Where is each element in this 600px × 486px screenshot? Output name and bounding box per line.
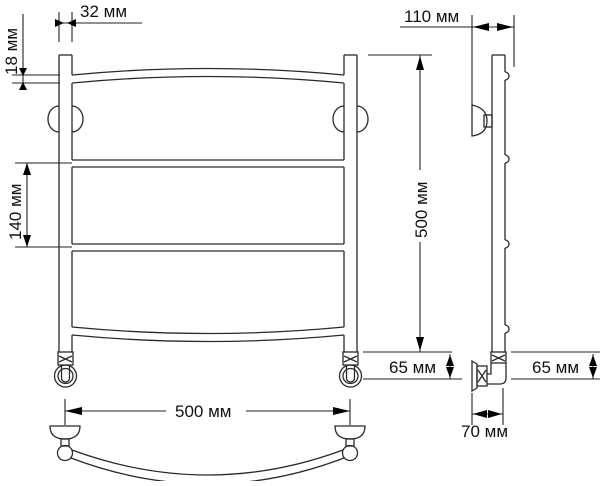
dim-height: 500 мм — [363, 54, 452, 353]
label-bottom-offset-front: 65 мм — [389, 358, 436, 377]
label-bar-spacing: 140 мм — [6, 184, 25, 240]
label-wall-distance: 110 мм — [404, 7, 459, 26]
valve-right — [338, 351, 363, 388]
wall-bracket-right — [332, 105, 369, 133]
dim-bottom-offset-side: 65 мм — [511, 351, 600, 380]
front-view — [47, 54, 369, 388]
label-center-distance: 500 мм — [175, 402, 231, 421]
wall-bracket-left — [47, 105, 84, 133]
dim-center-distance: 500 мм — [64, 399, 351, 425]
dim-pipe-width: 32 мм — [55, 2, 142, 42]
label-fitting-depth: 70 мм — [461, 422, 508, 441]
top-view — [49, 425, 366, 485]
top-bar — [71, 67, 345, 84]
side-view — [471, 54, 510, 393]
right-pipe — [343, 54, 358, 352]
label-pipe-width: 32 мм — [80, 2, 127, 21]
label-height: 500 мм — [412, 182, 431, 238]
dim-bottom-offset-front: 65 мм — [363, 354, 462, 380]
dim-top-offset: 18 мм — [2, 14, 60, 90]
label-top-offset: 18 мм — [2, 28, 21, 75]
valve-left — [53, 351, 78, 388]
middle-bars — [72, 159, 344, 252]
label-bottom-offset-side: 65 мм — [532, 358, 579, 377]
bottom-bar — [71, 326, 345, 343]
dim-wall-distance: 110 мм — [400, 7, 515, 105]
dim-fitting-depth: 70 мм — [461, 388, 508, 441]
left-pipe — [58, 54, 73, 352]
dim-bar-spacing: 140 мм — [6, 162, 72, 248]
